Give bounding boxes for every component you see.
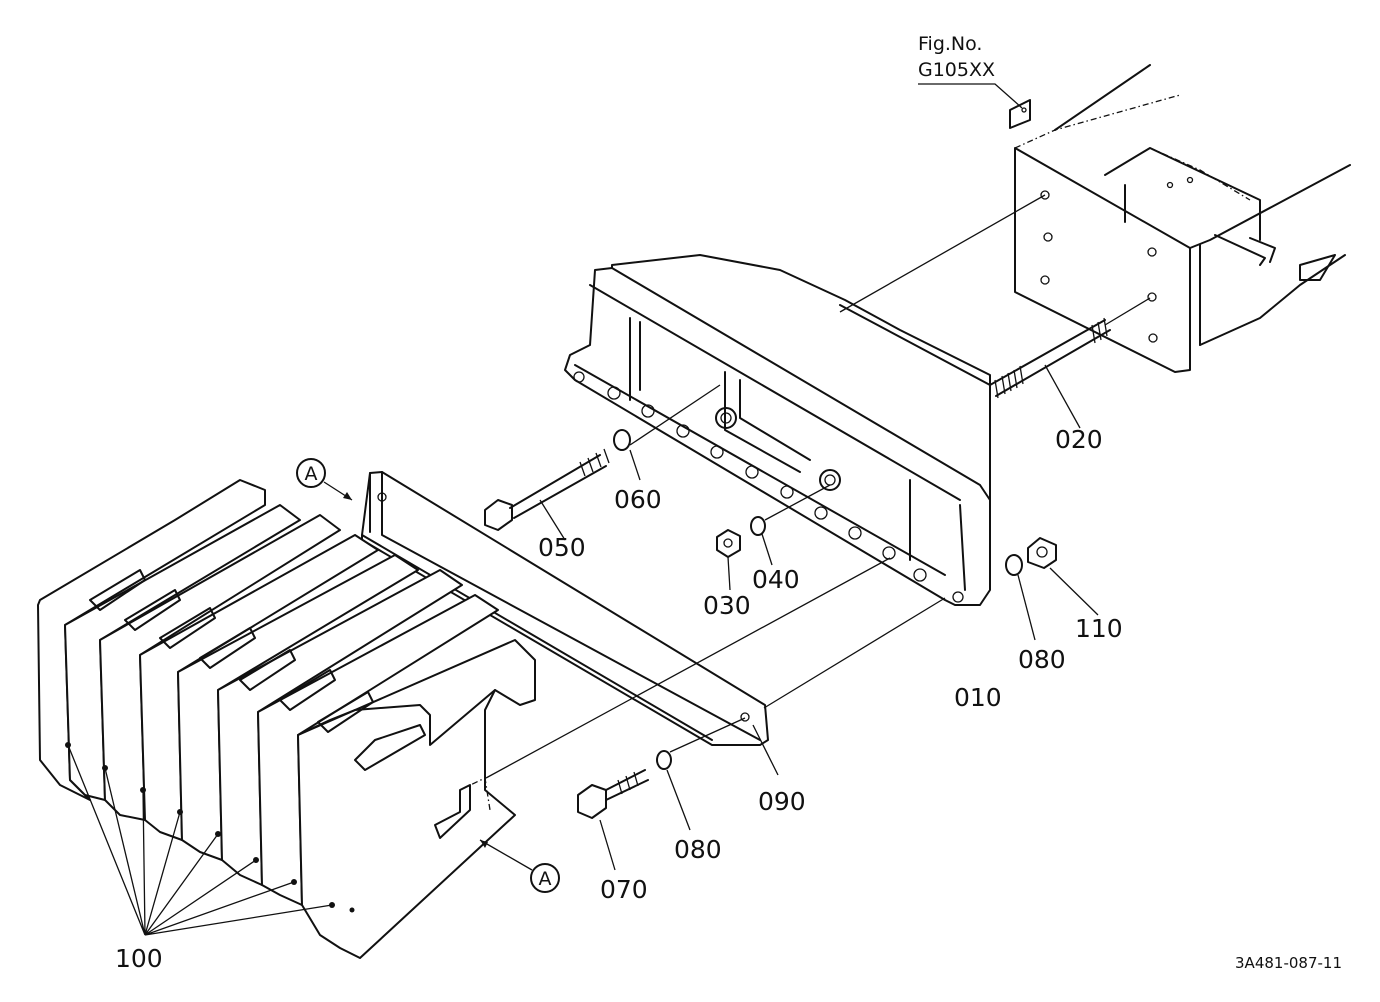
- weight-stack: [37, 479, 536, 959]
- figure-ref-label: Fig.No.: [918, 33, 982, 55]
- part-labels: 010 020 030 040 050 060 070 080 080 090 …: [115, 425, 1123, 973]
- drawing-code: 3A481-087-11: [1235, 954, 1342, 972]
- nut-030: [716, 529, 741, 591]
- label-060: 060: [614, 485, 662, 514]
- bolt-050: [484, 448, 610, 541]
- weight-bracket: [564, 254, 991, 606]
- bolt-070: [577, 769, 649, 871]
- svg-text:A: A: [305, 463, 318, 485]
- label-050: 050: [538, 533, 586, 562]
- washer-040: [750, 484, 831, 566]
- label-030: 030: [703, 591, 751, 620]
- label-040: 040: [752, 565, 800, 594]
- label-090: 090: [758, 787, 806, 816]
- view-marker-a-lower: A: [479, 839, 560, 893]
- view-marker-a-upper: A: [296, 458, 353, 501]
- svg-text:A: A: [539, 868, 552, 890]
- washer-080-lower: [656, 717, 746, 831]
- washer-080-right: [1005, 554, 1036, 641]
- washer-060: [613, 384, 721, 481]
- label-080-lower: 080: [674, 835, 722, 864]
- label-110: 110: [1075, 614, 1123, 643]
- nut-110: [1027, 537, 1099, 616]
- label-010: 010: [954, 683, 1002, 712]
- figure-ref-number: G105XX: [918, 59, 995, 81]
- stud-bolt: [839, 194, 1151, 429]
- figure-reference: Fig.No. G105XX: [918, 33, 1023, 109]
- label-020: 020: [1055, 425, 1103, 454]
- tractor-frame: [1009, 64, 1351, 373]
- label-080-right: 080: [1018, 645, 1066, 674]
- label-100: 100: [115, 944, 163, 973]
- label-070: 070: [600, 875, 648, 904]
- front-plate: [361, 471, 946, 779]
